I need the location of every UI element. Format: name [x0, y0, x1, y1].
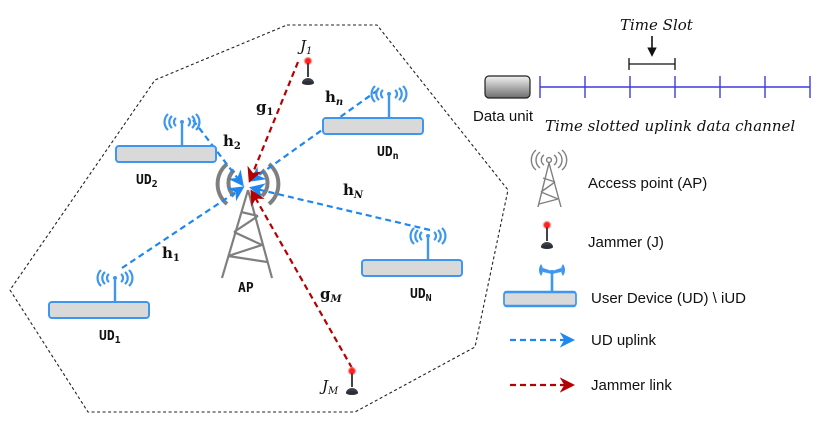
h2-label: h	[223, 132, 234, 150]
legend-label-jammer: Jammer (J)	[588, 234, 664, 251]
timeline: Time Slot Data unit Time slotted uplink …	[473, 16, 811, 135]
legend: Access point (AP) Jammer (J) User Device…	[503, 149, 746, 394]
svg-text:JM: JM	[319, 377, 339, 397]
jammer-j1: J1	[297, 37, 315, 86]
svg-text:g1: g1	[256, 98, 273, 118]
udn-label: UD	[377, 145, 393, 160]
legend-label-uplink: UD uplink	[591, 332, 657, 349]
jammer-link-g1	[247, 61, 300, 183]
uplink-hN	[249, 183, 431, 232]
uplink-links	[121, 89, 431, 269]
user-device-ud2: UD2	[114, 112, 218, 190]
j1-label: J	[297, 37, 307, 55]
svg-text:UDn: UDn	[377, 145, 399, 162]
svg-text:UDN: UDN	[410, 287, 432, 304]
antenna-icon	[539, 264, 565, 276]
legend-item-jammer-link: Jammer link	[510, 377, 672, 394]
time-slotted-channel	[539, 76, 811, 98]
hN-label: h	[343, 181, 354, 199]
time-slot-bracket	[628, 58, 676, 70]
time-slot-label: Time Slot	[620, 16, 694, 34]
ud1-label: UD	[99, 329, 115, 344]
svg-text:hn: hn	[325, 88, 343, 108]
h1-label: h	[162, 244, 173, 262]
data-unit-icon	[484, 75, 531, 99]
user-device-icon	[503, 290, 577, 308]
legend-item-ud: User Device (UD) \ iUD	[503, 264, 746, 308]
cell-boundary	[9, 24, 509, 413]
ap-label: AP	[238, 281, 254, 296]
access-point: AP	[215, 162, 281, 296]
legend-label-ap: Access point (AP)	[588, 175, 707, 192]
legend-item-uplink: UD uplink	[510, 332, 657, 349]
legend-item-jammer: Jammer (J)	[540, 219, 664, 251]
svg-text:h1: h1	[162, 244, 180, 264]
ud2-label: UD	[136, 173, 152, 188]
uplink-h2	[192, 119, 244, 187]
access-point-icon	[530, 149, 568, 208]
legend-item-ap: Access point (AP)	[530, 149, 707, 208]
data-unit-label: Data unit	[473, 108, 534, 125]
user-device-ud1: UD1	[47, 268, 151, 346]
legend-label-jammer-link: Jammer link	[591, 377, 672, 394]
jammer-link-gM	[250, 189, 353, 369]
jammer-jM: JM	[319, 365, 359, 397]
g1-label: g	[256, 98, 267, 116]
uplink-hn	[249, 89, 379, 182]
udN-label: UD	[410, 287, 426, 302]
jammer-icon	[345, 365, 359, 396]
gM-label: g	[320, 285, 331, 303]
user-device-icon	[47, 268, 151, 320]
svg-text:gM: gM	[320, 285, 343, 305]
user-device-icon	[114, 112, 218, 164]
svg-text:h2: h2	[223, 132, 241, 152]
jammer-icon	[540, 219, 554, 250]
jammer-icon	[301, 55, 315, 86]
user-device-udn: UDn	[321, 84, 425, 162]
jammer-links	[247, 61, 353, 369]
svg-text:UD1: UD1	[99, 329, 121, 346]
svg-text:hN: hN	[343, 181, 364, 201]
user-device-icon	[360, 226, 464, 278]
legend-label-ud: User Device (UD) \ iUD	[591, 290, 746, 307]
hn-label: h	[325, 88, 336, 106]
svg-text:J1: J1	[297, 37, 312, 57]
svg-text:UD2: UD2	[136, 173, 158, 190]
tower-icon	[220, 189, 274, 279]
channel-label: Time slotted uplink data channel	[545, 117, 795, 135]
user-device-udN: UDN	[360, 226, 464, 304]
jM-label: J	[319, 377, 329, 395]
uplink-h1	[121, 186, 245, 269]
